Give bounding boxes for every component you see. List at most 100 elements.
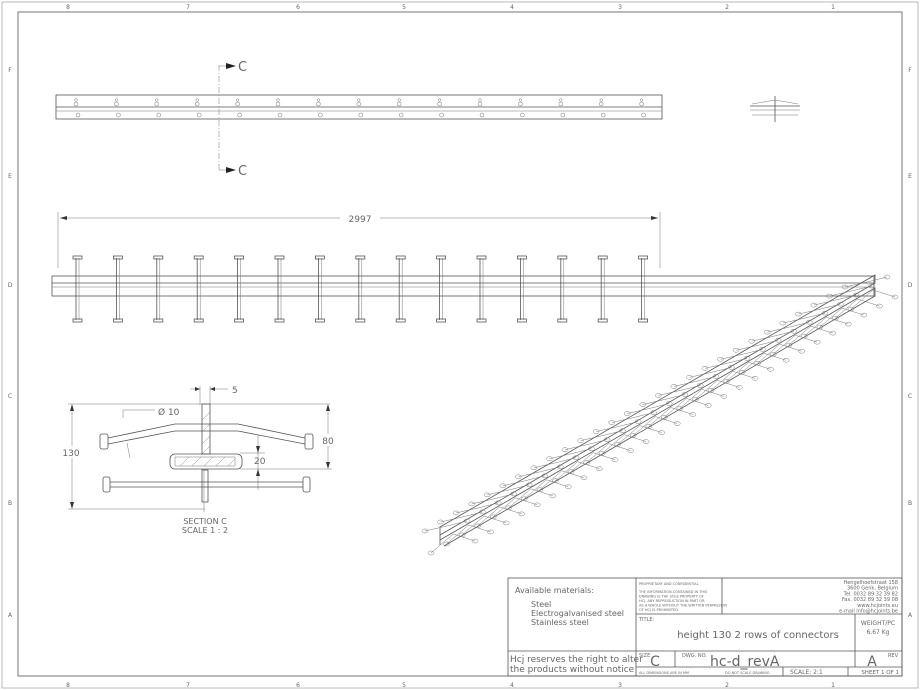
iso-connector <box>484 515 507 524</box>
iso-connector-head <box>701 366 709 371</box>
zone-label: 4 <box>510 682 514 689</box>
connector-hole <box>75 112 81 118</box>
iso-connector <box>673 381 696 387</box>
iso-connector-head <box>689 412 697 417</box>
zone-label: D <box>908 282 913 289</box>
iso-connector <box>773 330 794 337</box>
iso-connector <box>751 335 774 342</box>
iso-connector-head <box>661 415 668 420</box>
iso-connector-head <box>883 274 891 280</box>
iso-connector <box>571 448 592 454</box>
iso-connector-head <box>743 356 751 361</box>
zone-label: 2 <box>725 4 729 11</box>
connector-mark-top <box>155 98 159 102</box>
connector-mark <box>437 101 442 107</box>
iso-connector <box>461 515 485 536</box>
address-line: Hengelhoefstraat 158 <box>843 580 898 586</box>
iso-connector-head <box>557 464 564 470</box>
address-line: Fax. 0032 89 32 39 08 <box>842 597 898 603</box>
connector-foot <box>314 318 325 323</box>
section-scale: SCALE 1 : 2 <box>182 526 228 535</box>
iso-connector <box>679 389 703 409</box>
connector-head <box>193 255 204 260</box>
iso-connector <box>649 403 670 409</box>
iso-connector-head <box>471 538 479 544</box>
iso-connector-head <box>738 370 746 375</box>
connector-head <box>597 255 608 260</box>
connector-head <box>113 255 123 260</box>
iso-connector <box>611 417 634 423</box>
connector-mark-top <box>316 98 320 102</box>
iso-connector-head <box>515 474 522 480</box>
iso-connector-head <box>474 523 481 529</box>
iso-connector-head <box>650 410 657 415</box>
connector-mark-top <box>195 98 199 102</box>
iso-connector-head <box>518 511 525 517</box>
iso-connector-head <box>763 329 771 335</box>
iso-connector <box>757 344 780 364</box>
title-block: Available materials: Steel Electrogalvan… <box>507 577 903 677</box>
address-line: www.hcjoints.eu <box>857 603 898 609</box>
connector-mark <box>194 101 200 107</box>
connector-head <box>234 255 245 260</box>
iso-connector-head <box>510 491 517 497</box>
iso-connector <box>689 372 712 378</box>
iso-connector-head <box>798 348 805 354</box>
iso-connector <box>446 524 469 545</box>
connector-head <box>395 255 406 260</box>
iso-connector-head <box>697 383 704 388</box>
zone-label: 1 <box>831 4 835 11</box>
zone-label: 3 <box>618 682 622 689</box>
iso-connector-head <box>505 505 513 511</box>
iso-connector <box>487 489 510 496</box>
connector-head <box>72 255 83 260</box>
zone-label: C <box>8 393 12 400</box>
connector-hole <box>196 112 202 118</box>
connector-foot <box>113 318 123 323</box>
iso-connector-head <box>546 456 553 461</box>
iso-connector <box>540 466 561 473</box>
iso-connector-head <box>572 455 580 460</box>
iso-connector-head <box>634 419 642 424</box>
zone-label: B <box>908 500 912 507</box>
connector-hole <box>520 112 525 118</box>
iso-connector-head <box>837 301 844 307</box>
connector-head <box>274 255 285 260</box>
iso-connector <box>530 488 553 497</box>
iso-connector-head <box>845 321 852 327</box>
iso-connector-head <box>479 509 486 515</box>
iso-connector-head <box>483 492 491 498</box>
iso-connector <box>477 506 500 527</box>
iso-connector-head <box>565 484 572 490</box>
iso-connector <box>742 349 763 355</box>
section-label-bottom: C <box>238 164 247 179</box>
iso-connector-head <box>658 430 665 435</box>
iso-connector-head <box>868 283 875 289</box>
iso-connector <box>648 407 671 427</box>
iso-connector <box>695 376 716 382</box>
iso-connector-head <box>552 478 559 483</box>
connector-head <box>638 255 648 260</box>
weight-value: 6.67 Kg <box>866 629 889 636</box>
iso-connector-head <box>847 306 855 312</box>
material-item: Electrogalvanised steel <box>531 609 624 618</box>
proprietary-line: HCJ. ANY REPRODUCTION IN PART OR <box>639 599 705 603</box>
iso-connector-head <box>748 338 755 344</box>
connector-mark <box>477 101 483 107</box>
iso-connector-head <box>533 502 541 508</box>
iso-connector-head <box>860 312 868 318</box>
iso-connector-head <box>561 447 569 452</box>
notice-line: the products without notice <box>510 665 635 675</box>
iso-connector-head <box>549 493 557 499</box>
connector-foot <box>274 318 285 323</box>
iso-connector-head <box>891 294 899 300</box>
iso-connector <box>430 533 454 554</box>
connector-foot <box>517 318 527 323</box>
iso-connector <box>533 462 556 468</box>
iso-connector-head <box>530 465 538 470</box>
zone-label: 6 <box>296 682 300 689</box>
connector-hole <box>318 112 323 118</box>
zone-label: 1 <box>831 682 835 689</box>
zone-label: F <box>908 67 912 74</box>
